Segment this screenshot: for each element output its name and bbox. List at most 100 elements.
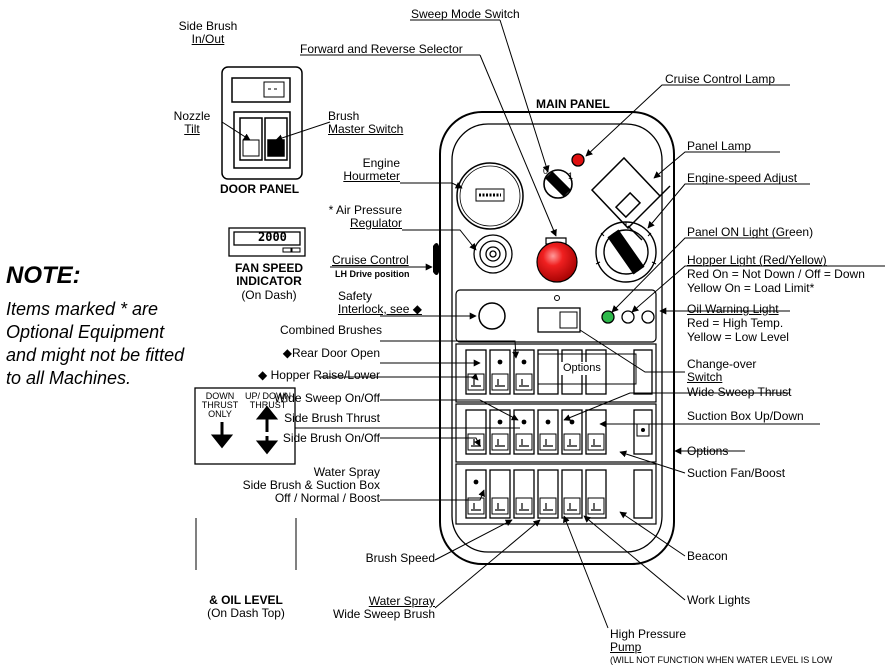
suction-fan-label: Suction Fan/Boost xyxy=(687,466,786,480)
engine-speed-dial[interactable] xyxy=(595,221,657,283)
cruise-control-lamp xyxy=(571,153,585,167)
switch-symbol-icon xyxy=(563,497,581,515)
fan-speed-indicator xyxy=(228,227,306,257)
switch-symbol-icon xyxy=(563,433,581,451)
fan-speed-display: 2000 xyxy=(258,230,287,244)
cruise-control-knob[interactable] xyxy=(433,243,439,275)
side-brush-thrust-label: Side Brush Thrust xyxy=(284,411,380,425)
hopper-raise-label: ◆ Hopper Raise/Lower xyxy=(258,368,380,382)
switch-symbol-icon xyxy=(467,373,485,391)
switch-symbol-icon xyxy=(587,497,605,515)
indicator-dot xyxy=(554,295,560,301)
engine-hourmeter xyxy=(456,162,524,230)
switch-symbol-icon xyxy=(515,373,533,391)
air-pressure-regulator[interactable] xyxy=(473,234,513,274)
safety-interlock[interactable] xyxy=(478,302,506,330)
switch-indicator-dot xyxy=(521,419,527,425)
lh-drive-label: LH Drive position xyxy=(335,269,410,279)
door-panel-title: DOOR PANEL xyxy=(220,182,300,196)
main-panel-title: MAIN PANEL xyxy=(536,97,610,111)
switch-symbol-icon xyxy=(515,433,533,451)
panel-on-light xyxy=(601,310,615,324)
switch-symbol-icon xyxy=(491,433,509,451)
panel-lamp xyxy=(590,156,671,241)
switch-symbol-icon xyxy=(539,497,557,515)
switch-indicator-dot xyxy=(497,359,503,365)
panel-lamp-label: Panel Lamp xyxy=(687,139,752,153)
note-title: NOTE: xyxy=(6,262,81,289)
hopper-light-label: Hopper Light (Red/Yellow)Red On = Not Do… xyxy=(687,253,865,295)
switch-indicator-dot xyxy=(473,479,479,485)
cruise-lamp-label: Cruise Control Lamp xyxy=(665,72,776,86)
dial-tick-1: 1 xyxy=(568,171,574,181)
switch-indicator-dot xyxy=(569,419,575,425)
brush-master-switch[interactable] xyxy=(264,117,288,161)
leader-lines xyxy=(295,19,885,629)
switch-indicator-dot xyxy=(521,359,527,365)
hp-pump-note: (WILL NOT FUNCTION WHEN WATER LEVEL IS L… xyxy=(610,655,833,665)
door-panel-housing xyxy=(221,66,303,180)
switch-rows xyxy=(465,349,653,519)
oil-level-title: & OIL LEVEL xyxy=(209,593,283,607)
switch-symbol-icon xyxy=(491,497,509,515)
switch-symbol-icon xyxy=(539,433,557,451)
wide-sweep-thrust-label: Wide Sweep Thrust xyxy=(687,385,792,399)
rocker-switch[interactable] xyxy=(537,349,559,395)
options-center-label: Options xyxy=(561,362,603,375)
brush-speed-label: Brush Speed xyxy=(365,551,435,565)
nozzle-tilt-switch[interactable] xyxy=(239,117,263,161)
switch-symbol-icon xyxy=(587,433,605,451)
options-right-label: Options xyxy=(687,444,729,458)
door-switch-block xyxy=(233,111,291,169)
change-over-switch[interactable] xyxy=(537,307,581,333)
fwd-rev-label: Forward and Reverse Selector xyxy=(300,42,463,56)
beacon-label: Beacon xyxy=(687,549,728,563)
option-switch[interactable] xyxy=(633,469,653,519)
sweep-mode-label: Sweep Mode Switch xyxy=(411,7,520,21)
rear-door-label: ◆Rear Door Open xyxy=(282,346,380,360)
side-brush-switch[interactable] xyxy=(231,77,291,103)
oil-level-placeholder xyxy=(195,518,297,570)
switch-symbol-icon xyxy=(515,497,533,515)
down-arrow-icon xyxy=(210,422,234,449)
switch-symbol-icon xyxy=(467,433,485,451)
side-brush-onoff-label: Side Brush On/Off xyxy=(282,431,380,445)
switch-symbol-icon xyxy=(491,373,509,391)
engine-speed-label: Engine-speed Adjust xyxy=(687,171,798,185)
combined-brushes-label: Combined Brushes xyxy=(280,323,383,337)
cruise-control-label: Cruise Control xyxy=(332,253,409,267)
oil-level-sub: (On Dash Top) xyxy=(207,606,285,620)
updown-arrow-icon xyxy=(255,405,279,455)
suction-box-label: Suction Box Up/Down xyxy=(687,409,804,423)
work-lights-label: Work Lights xyxy=(687,593,751,607)
hopper-light xyxy=(621,310,635,324)
wide-sweep-onoff-label: Wide Sweep On/Off xyxy=(274,391,380,405)
dial-tick-0: 0 xyxy=(543,166,549,176)
door-panel xyxy=(221,66,303,180)
panel-on-label: Panel ON Light (Green) xyxy=(687,225,814,239)
options-bracket xyxy=(537,353,637,385)
forward-reverse-selector[interactable] xyxy=(536,237,578,283)
thrust-legend xyxy=(194,387,296,465)
switch-indicator-dot xyxy=(545,419,551,425)
oil-warning-light xyxy=(641,310,655,324)
switch-indicator-dot xyxy=(497,419,503,425)
fan-speed-sub: (On Dash) xyxy=(241,288,297,302)
